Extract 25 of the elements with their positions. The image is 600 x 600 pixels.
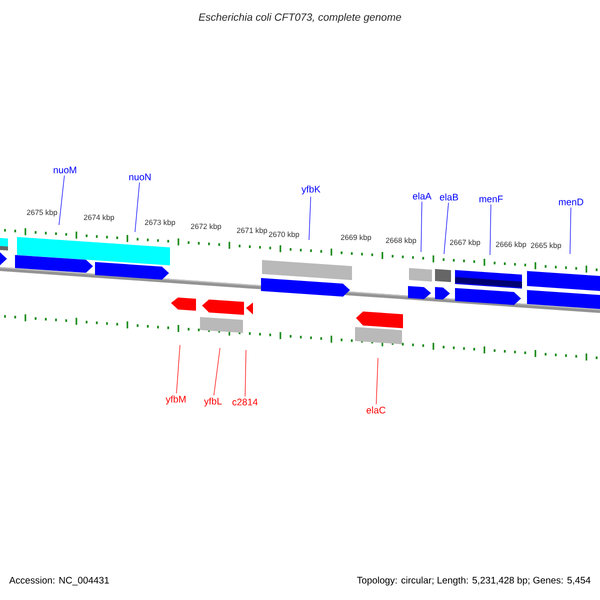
leader-line xyxy=(420,201,422,252)
gene-label: elaA xyxy=(412,192,432,200)
gene-label: c2814 xyxy=(232,398,258,406)
genome-info-text: Topology: circular; Length: 5,231,428 bp; Genes: 5,454 xyxy=(357,576,590,586)
leader-line xyxy=(490,204,492,256)
gene-label: nuoM xyxy=(54,166,76,174)
leader-line xyxy=(444,202,449,254)
title: Escherichia coli CFT073, complete genome xyxy=(198,13,402,23)
gene-label: menF xyxy=(480,196,503,202)
gene-label: yfbM xyxy=(166,396,186,404)
accession-text: Accession: NC_004431 xyxy=(9,576,109,586)
leader-line xyxy=(244,350,246,397)
gene-label: menD xyxy=(558,198,584,206)
leader-line xyxy=(134,182,140,232)
leader-line xyxy=(308,196,312,240)
leader-line xyxy=(376,358,378,405)
gene-label: yfbK xyxy=(302,186,320,194)
leader-line xyxy=(58,175,65,226)
gene-label: elaB xyxy=(440,194,458,200)
gene-label: yfbL xyxy=(204,398,222,406)
gene-label: nuoN xyxy=(129,174,151,180)
leader-line xyxy=(570,207,572,254)
gene-label: elaC xyxy=(366,406,386,414)
leader-line xyxy=(176,344,180,394)
leader-line xyxy=(214,348,220,396)
